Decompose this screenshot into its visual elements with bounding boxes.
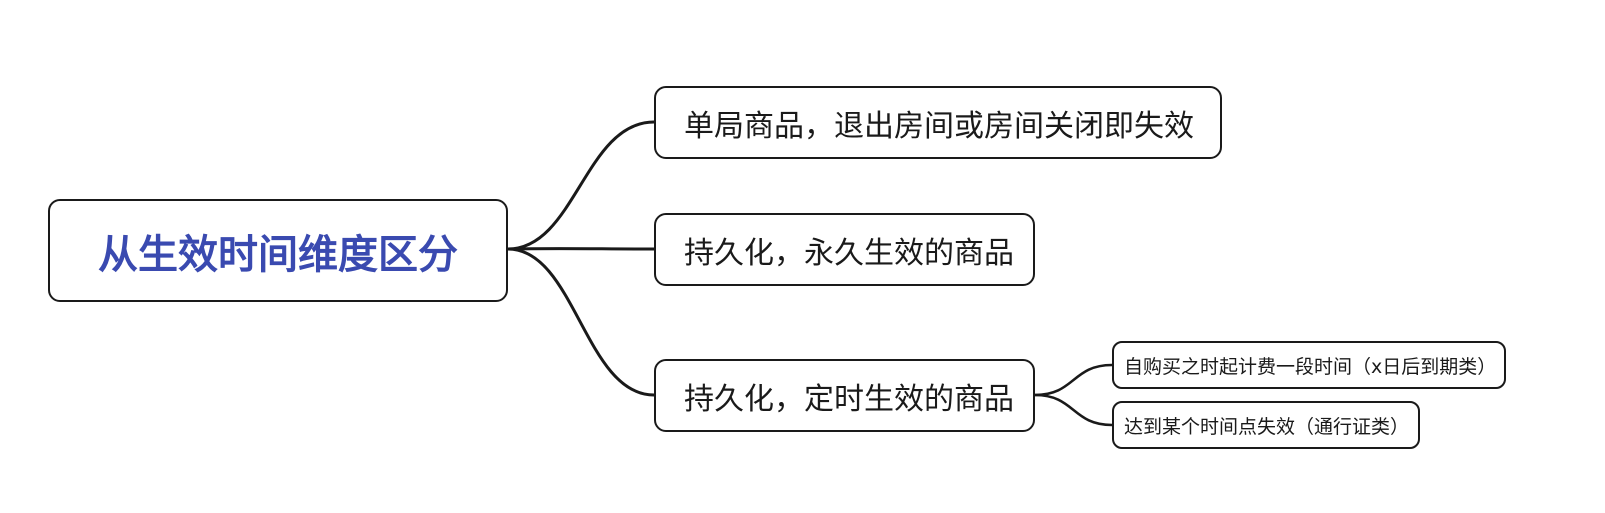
connector-branch-3-leaf-1 [1033,363,1114,397]
branch-topic-label: 持久化，永久生效的商品 [684,235,1014,271]
subtopic-expiry-point[interactable]: 达到某个时间点失效（通行证类） [1112,401,1420,449]
branch-topic-single-round[interactable]: 单局商品，退出房间或房间关闭即失效 [654,86,1222,159]
branch-topic-permanent[interactable]: 持久化，永久生效的商品 [654,213,1035,286]
subtopic-label: 达到某个时间点失效（通行证类） [1124,415,1410,438]
connector-root-branch-1 [506,120,656,251]
subtopic-duration-billing[interactable]: 自购买之时起计费一段时间（x日后到期类） [1112,341,1506,389]
connector-branch-3-leaf-2 [1033,393,1114,427]
branch-topic-label: 单局商品，退出房间或房间关闭即失效 [684,108,1194,144]
branch-topic-timed[interactable]: 持久化，定时生效的商品 [654,359,1035,432]
root-topic-label: 从生效时间维度区分 [98,231,458,278]
subtopic-label: 自购买之时起计费一段时间（x日后到期类） [1124,355,1497,378]
branch-topic-label: 持久化，定时生效的商品 [684,381,1014,417]
connector-root-branch-3 [506,247,656,397]
root-topic[interactable]: 从生效时间维度区分 [48,199,508,302]
